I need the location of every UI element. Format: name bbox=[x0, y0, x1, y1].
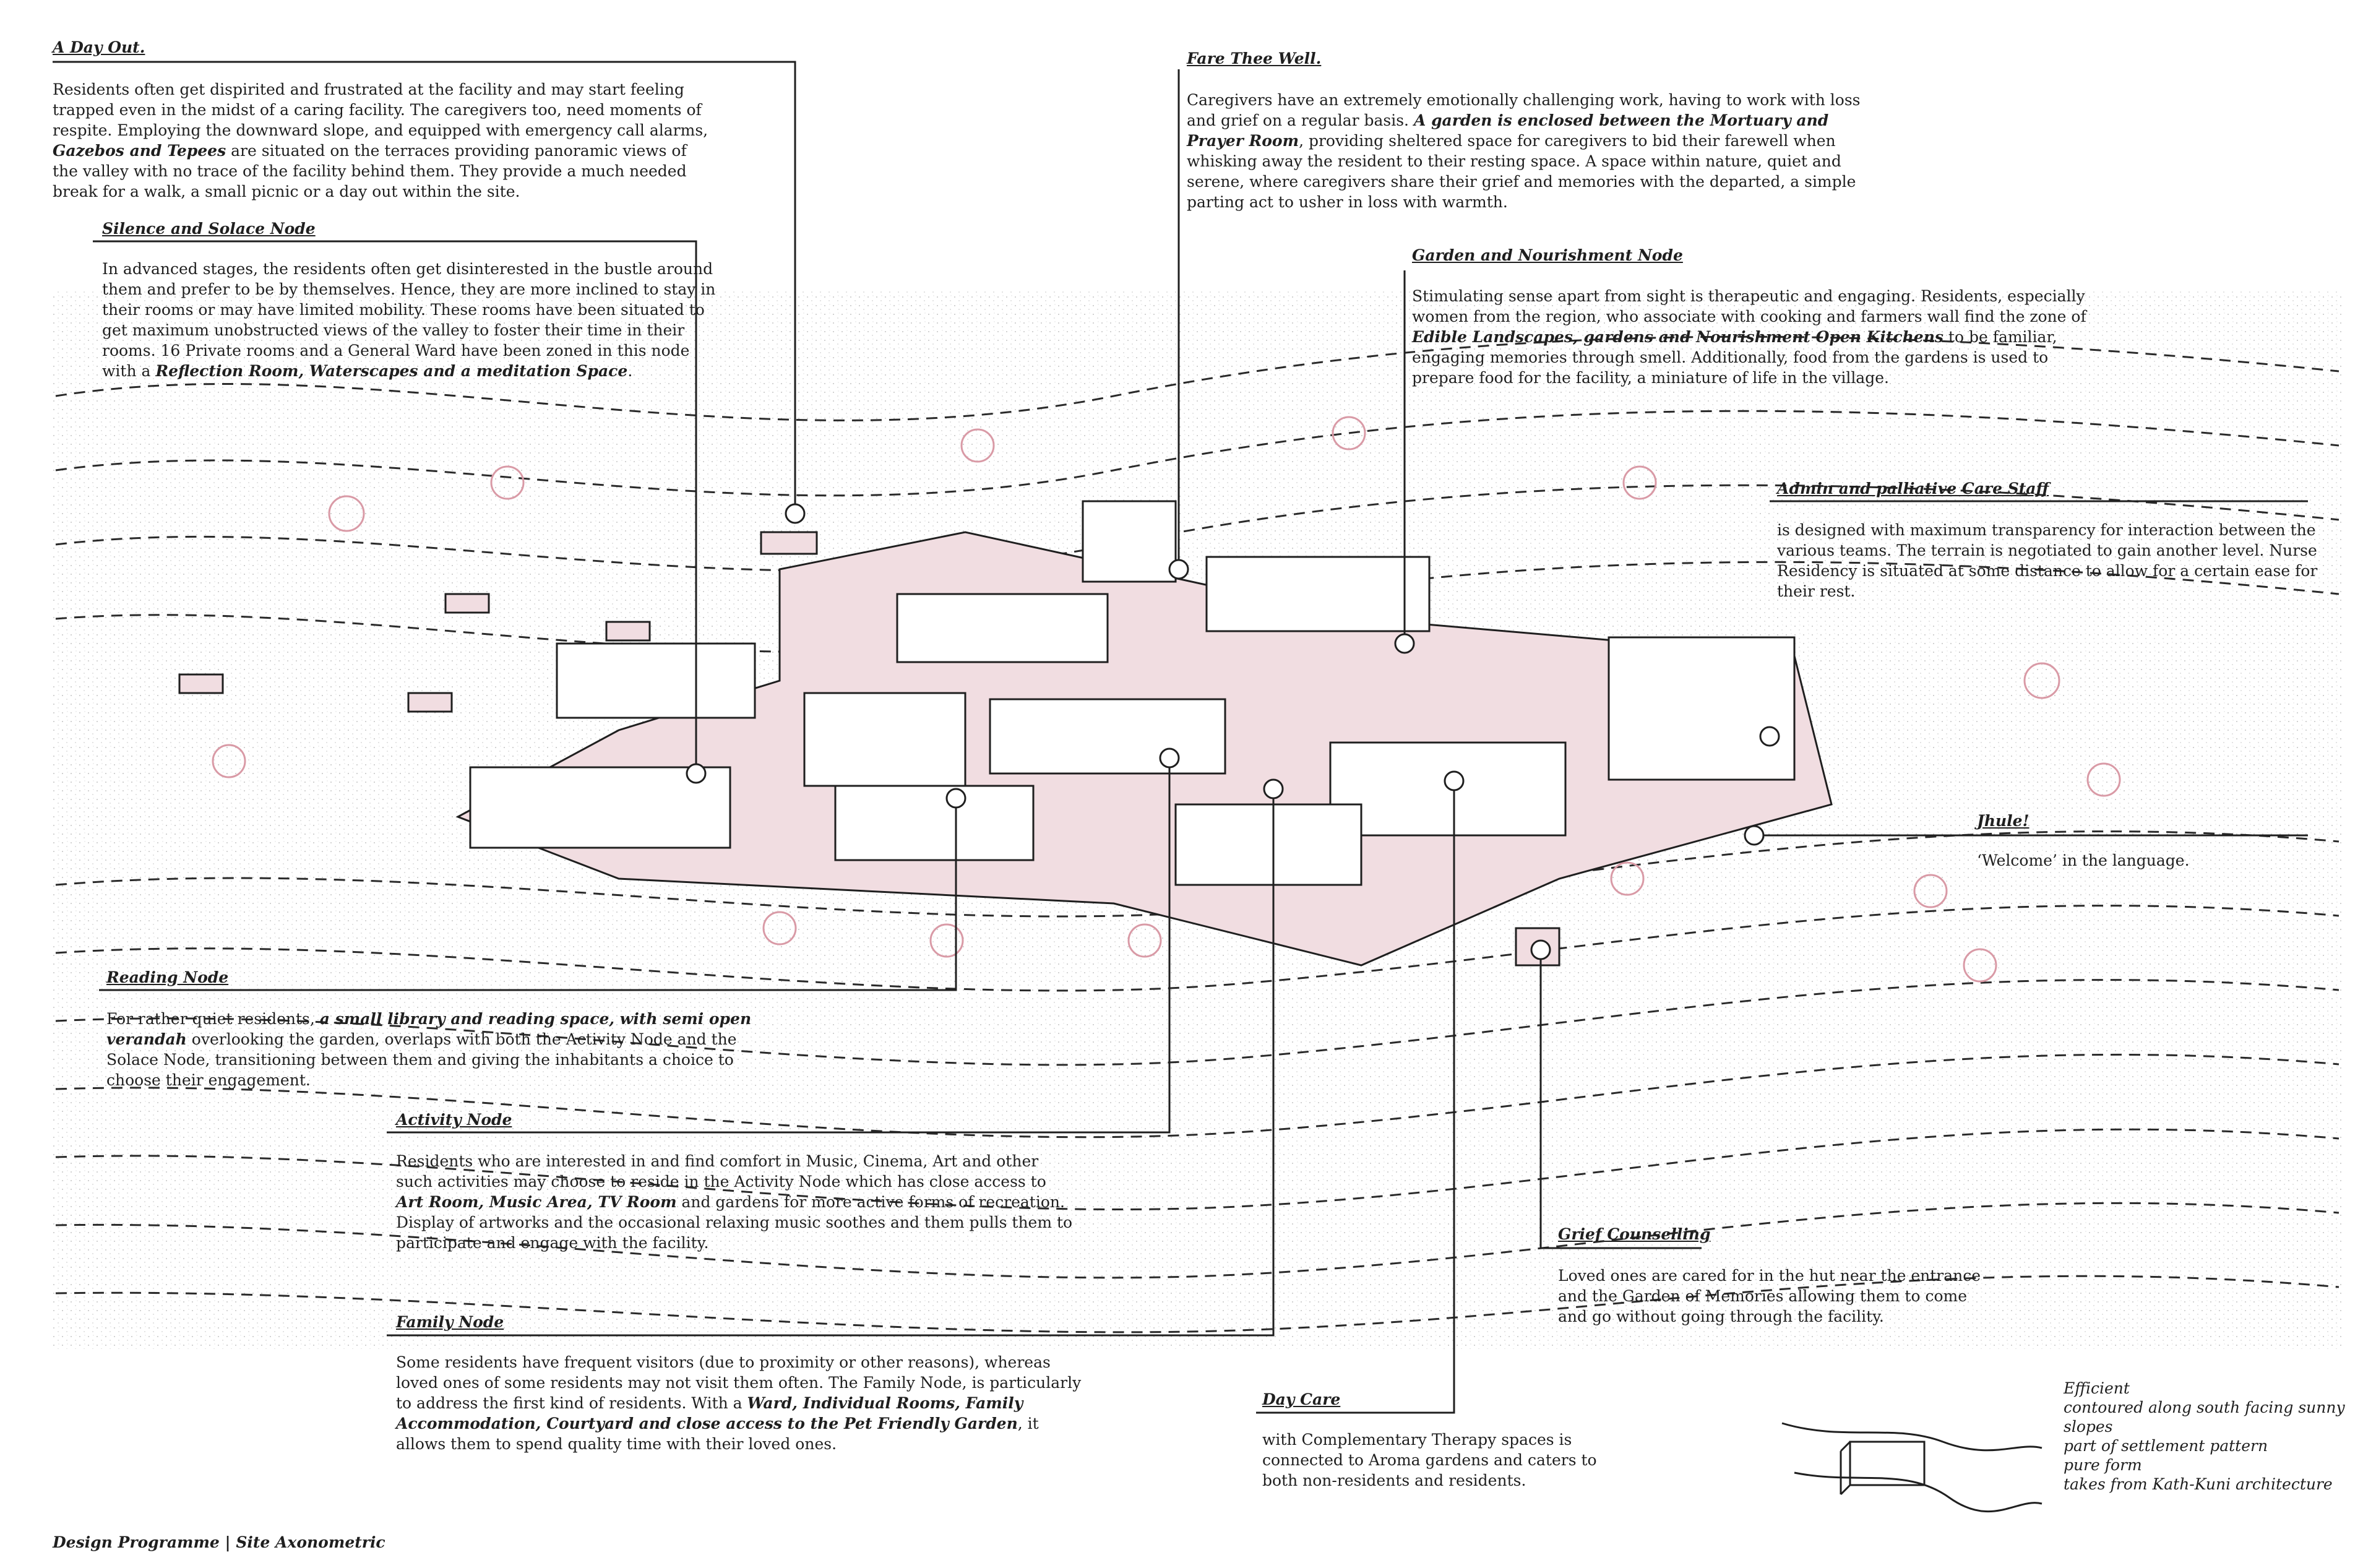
kath-kuni-sketch bbox=[1781, 1422, 2042, 1513]
solace-title: Silence and Solace Node bbox=[102, 220, 316, 238]
side-note: Efficient contoured along south facing s… bbox=[2064, 1379, 2345, 1493]
daycare-text: with Complementary Therapy spaces is con… bbox=[1262, 1431, 1597, 1489]
family-text: Some residents have frequent visitors (d… bbox=[396, 1353, 1082, 1453]
building-complex bbox=[455, 500, 1833, 967]
footer-caption: Design Programme | Site Axonometric bbox=[53, 1533, 385, 1551]
trees bbox=[212, 416, 2121, 983]
day-out-title: A Day Out. bbox=[53, 38, 145, 56]
day-out-text: Residents often get dispirited and frust… bbox=[53, 80, 708, 200]
fare-text: Caregivers have an extremely emotionally… bbox=[1187, 91, 1861, 211]
fare-title: Fare Thee Well. bbox=[1187, 50, 1322, 67]
activity-title: Activity Node bbox=[396, 1111, 512, 1129]
activity-text: Residents who are interested in and find… bbox=[396, 1152, 1073, 1252]
jhule-title: Jhule! bbox=[1977, 812, 2030, 830]
grief-title: Grief Counselling bbox=[1558, 1225, 1711, 1243]
solace-text: In advanced stages, the residents often … bbox=[102, 260, 716, 380]
leader-lines bbox=[53, 61, 2308, 1414]
garden-title: Garden and Nourishment Node bbox=[1412, 246, 1683, 264]
reading-text: For rather quiet residents, a small libr… bbox=[106, 1010, 752, 1089]
jhule-text: ‘Welcome’ in the language. bbox=[1977, 851, 2190, 869]
admin-text: is designed with maximum transparency fo… bbox=[1777, 521, 2318, 600]
grief-text: Loved ones are cared for in the hut near… bbox=[1558, 1267, 1981, 1325]
family-title: Family Node bbox=[396, 1313, 504, 1331]
admin-title: Admin and palliative Care Staff bbox=[1777, 480, 2049, 498]
daycare-title: Day Care bbox=[1262, 1390, 1341, 1408]
node-markers bbox=[686, 503, 1780, 960]
garden-text: Stimulating sense apart from sight is th… bbox=[1412, 287, 2086, 387]
reading-title: Reading Node bbox=[106, 968, 229, 986]
